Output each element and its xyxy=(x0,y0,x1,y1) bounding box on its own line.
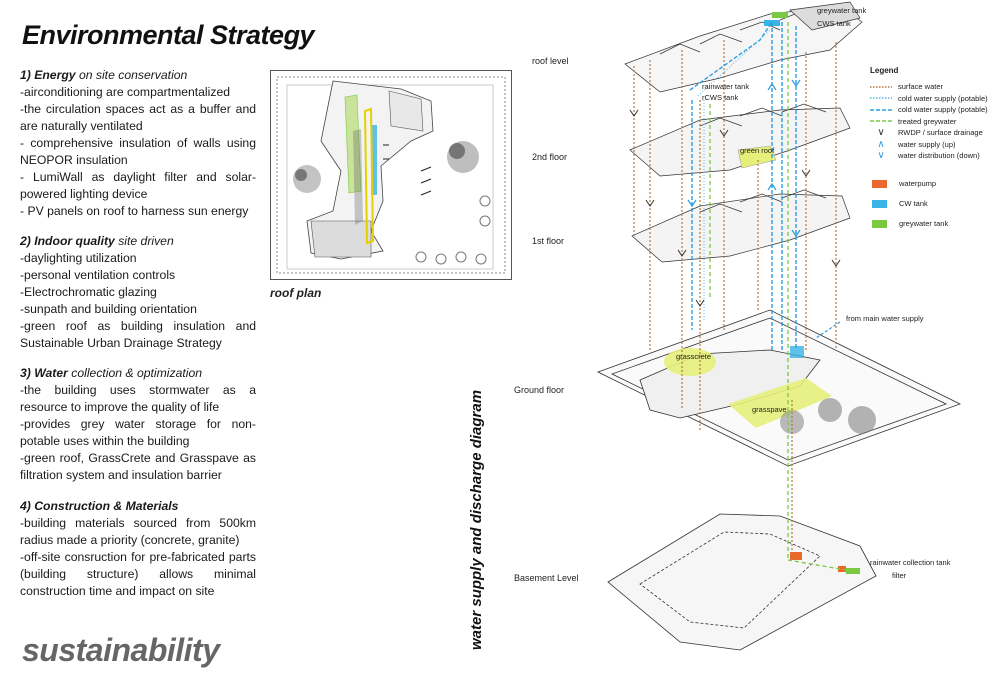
main-supply-arrow xyxy=(815,321,841,339)
tree-symbol xyxy=(848,406,876,434)
diagram-vertical-title: water supply and discharge diagram xyxy=(468,389,485,650)
legend-label: surface water xyxy=(898,82,944,92)
legend-label: greywater tank xyxy=(899,219,949,228)
first-floor-floorplate xyxy=(631,189,851,263)
legend-item: surface water xyxy=(870,81,995,93)
legend: Legend surface water cold water supply (… xyxy=(870,66,995,234)
ground-floor-site xyxy=(596,309,962,467)
waterpump-basement xyxy=(790,552,802,560)
section-line: -green roof as building insulation and S… xyxy=(20,319,256,350)
cw-tank-ground xyxy=(790,346,804,358)
section-line: - LumiWall as daylight filter and solar-… xyxy=(20,170,256,201)
section-line: -personal ventilation controls xyxy=(20,268,176,282)
chevron-down-icon: ∨ xyxy=(877,127,885,139)
cold-water-supply-pipes xyxy=(689,21,797,350)
legend-item: ∧ water supply (up) xyxy=(870,139,995,151)
grasspave-area xyxy=(728,378,832,428)
section-heading: 1) Energy xyxy=(20,68,76,82)
potable-supply-lines xyxy=(697,29,771,320)
label-rain-collection: rainwater collection tank xyxy=(870,558,951,567)
section-indoor-quality: 2) Indoor quality site driven -daylighti… xyxy=(20,233,256,352)
legend-item: greywater tank xyxy=(870,214,995,234)
legend-label: water distribution (down) xyxy=(898,151,980,161)
supply-arrows xyxy=(687,79,801,238)
legend-item: treated greywater xyxy=(870,116,995,128)
footer-title: sustainability xyxy=(22,632,220,668)
legend-item: CW tank xyxy=(870,194,995,214)
section-heading: 4) Construction & Materials xyxy=(20,499,179,513)
section-heading: 3) Water xyxy=(20,366,68,380)
section-subheading: on site conservation xyxy=(78,68,188,82)
treated-greywater-pipes xyxy=(709,22,847,571)
legend-item: ∨ RWDP / surface drainage xyxy=(870,127,995,139)
level-label: Ground floor xyxy=(514,385,565,395)
second-floor-floorplate xyxy=(629,103,851,177)
section-line: -provides grey water storage for non-pot… xyxy=(20,417,256,448)
roof-plan-label: roof plan xyxy=(270,286,322,300)
label-grasscrete: grasscrete xyxy=(676,352,712,361)
label-cws-tank: CWS tank xyxy=(817,19,851,28)
label-greywater-tank: greywater tank xyxy=(817,6,867,15)
legend-color-box xyxy=(872,219,887,228)
chevron-down-icon: ∨ xyxy=(877,150,885,162)
drainage-arrows xyxy=(629,109,841,307)
section-construction: 4) Construction & Materials -building ma… xyxy=(20,498,256,600)
legend-item: waterpump xyxy=(870,174,995,194)
legend-line-swatch xyxy=(870,86,892,88)
section-line: -off-site consruction for pre-fabricated… xyxy=(20,550,256,598)
section-line: -the building uses stormwater as a resou… xyxy=(20,383,256,414)
section-subheading: collection & optimization xyxy=(67,366,203,380)
section-line: - PV panels on roof to harness sun energ… xyxy=(20,204,249,218)
section-line: -daylighting utilization xyxy=(20,251,137,265)
legend-label: cold water supply (potable) xyxy=(898,93,988,103)
section-line: -airconditioning are compartmentalized xyxy=(20,85,231,99)
legend-item: cold water supply (potable) xyxy=(870,104,995,116)
basement-floorplate xyxy=(607,513,877,651)
roof-level-floorplate xyxy=(624,1,863,93)
legend-label: treated greywater xyxy=(898,116,957,126)
legend-line-swatch xyxy=(870,120,892,122)
level-label: 2nd floor xyxy=(532,152,568,162)
section-subheading: site driven xyxy=(118,234,174,248)
legend-label: water supply (up) xyxy=(898,139,956,149)
level-label: 1st floor xyxy=(532,236,565,246)
legend-title: Legend xyxy=(870,66,899,75)
tree-symbol xyxy=(818,398,842,422)
section-line: -green roof, GrassCrete and Grasspave as… xyxy=(20,451,256,482)
section-line: -sunpath and building orientation xyxy=(20,302,197,316)
section-line: -building materials sourced from 500km r… xyxy=(20,516,256,547)
legend-line-swatch xyxy=(870,109,892,111)
label-grasspave: grasspave xyxy=(752,405,787,414)
section-heading: 2) Indoor quality xyxy=(20,234,115,248)
roof-plan-svg xyxy=(276,76,506,274)
legend-label: RWDP / surface drainage xyxy=(898,128,983,138)
rainwater-collection-tank xyxy=(846,568,860,574)
roof-plan-drawing xyxy=(270,70,512,280)
legend-label: waterpump xyxy=(899,179,937,188)
level-label: roof level xyxy=(532,56,569,66)
filter-unit xyxy=(838,566,846,572)
label-main-supply: from main water supply xyxy=(846,314,924,323)
section-energy: 1) Energy on site conservation -aircondi… xyxy=(20,67,256,220)
legend-line-swatch xyxy=(870,97,892,99)
section-line: -Electrochromatic glazing xyxy=(20,285,157,299)
legend-item: ∨ water distribution (down) xyxy=(870,150,995,162)
label-green-roof: green roof xyxy=(740,146,775,155)
label-rcws-tank: rCWS tank xyxy=(702,93,739,102)
legend-label: cold water supply (potable) xyxy=(898,105,988,115)
section-line: - comprehensive insulation of walls usin… xyxy=(20,136,256,167)
greywater-tank-roof xyxy=(772,12,788,18)
section-water: 3) Water collection & optimization -the … xyxy=(20,365,256,484)
label-rainwater-tank: rainwater tank xyxy=(702,82,750,91)
page-title: Environmental Strategy xyxy=(22,20,315,50)
legend-label: CW tank xyxy=(899,199,928,208)
legend-color-box xyxy=(872,179,887,188)
label-filter: filter xyxy=(892,571,907,580)
section-line: -the circulation spaces act as a buffer … xyxy=(20,102,256,133)
cws-tank-roof xyxy=(764,20,780,26)
legend-color-box xyxy=(872,199,887,208)
level-label: Basement Level xyxy=(514,573,579,583)
chevron-up-icon: ∧ xyxy=(877,138,885,150)
legend-item: cold water supply (potable) xyxy=(870,93,995,105)
